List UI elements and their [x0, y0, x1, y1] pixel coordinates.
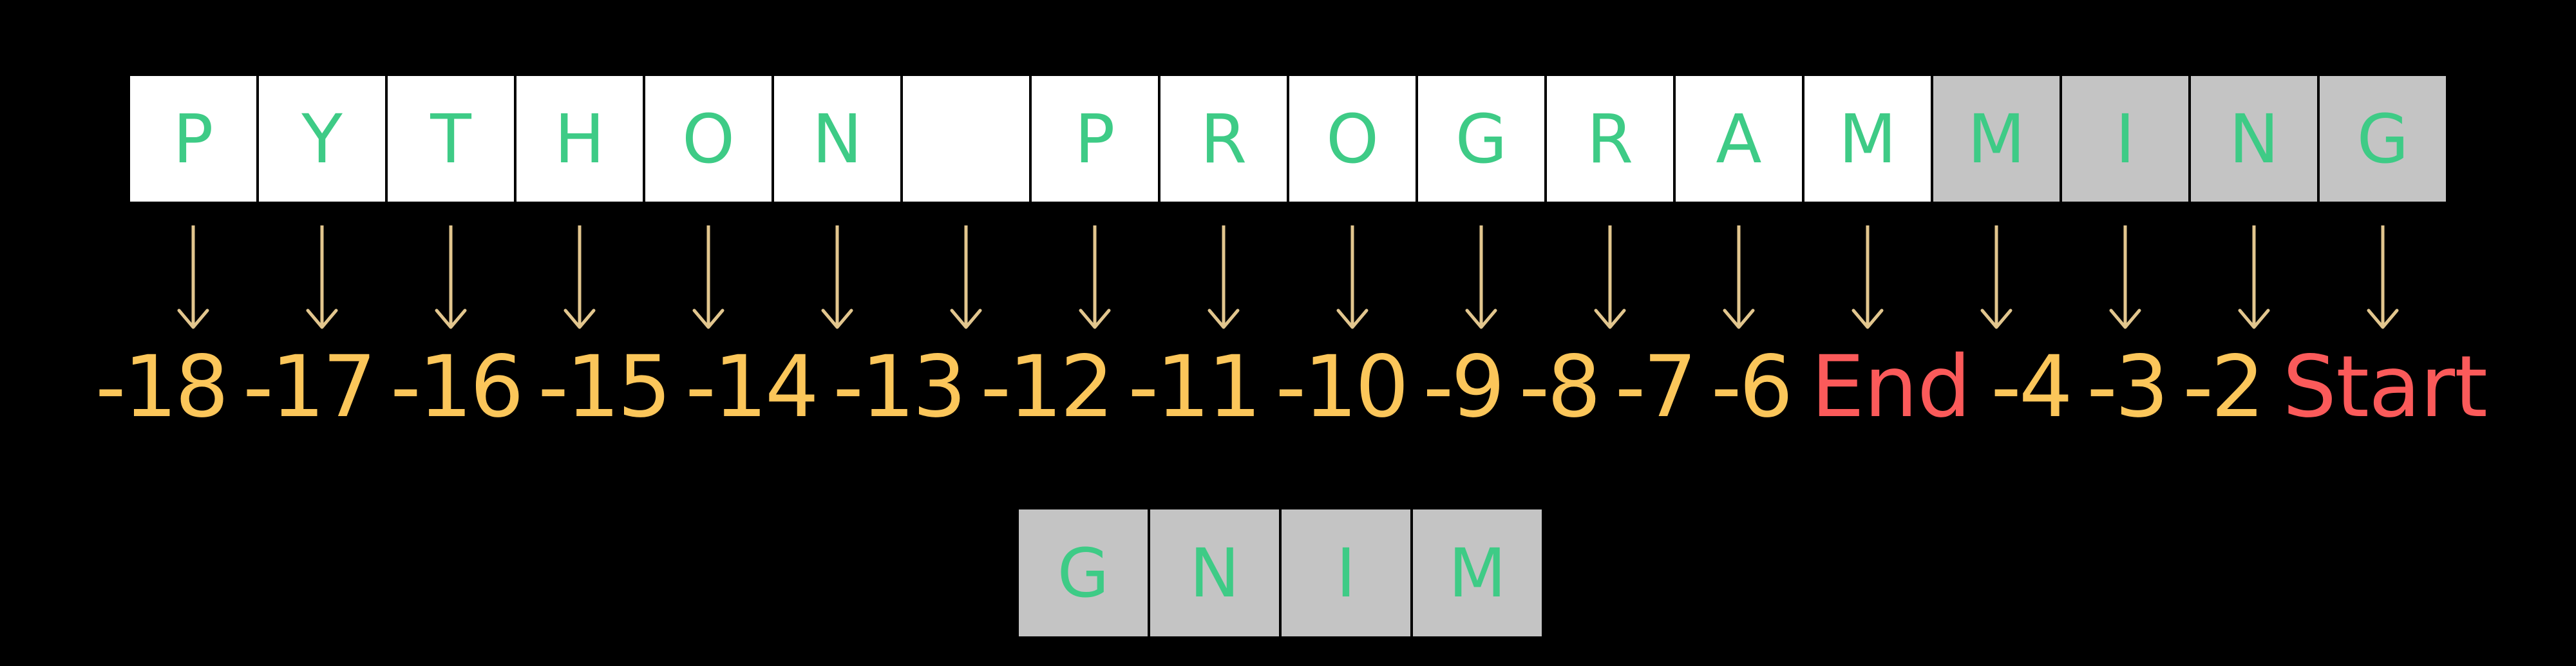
arrow-down-icon: [1465, 225, 1497, 329]
arrow-slot: [1160, 224, 1287, 334]
string-cell: M: [1804, 76, 1931, 202]
arrow-down-icon: [1336, 225, 1368, 329]
arrow-slot: [1804, 224, 1931, 334]
result-cell: G: [1019, 509, 1148, 636]
arrow-down-icon: [177, 225, 209, 329]
arrow-down-icon: [1594, 225, 1626, 329]
arrow-slot: [388, 224, 514, 334]
index-number-label: -17: [243, 338, 377, 437]
string-cell: I: [2062, 76, 2188, 202]
index-number-label: -16: [390, 338, 524, 437]
arrow-slot: [130, 224, 256, 334]
string-cell: P: [130, 76, 256, 202]
string-cell: H: [516, 76, 643, 202]
index-number-label: -8: [1519, 338, 1602, 437]
index-number-label: -7: [1615, 338, 1698, 437]
arrow-slot: [1418, 224, 1544, 334]
result-cell: M: [1413, 509, 1542, 636]
arrow-slot: [1676, 224, 1802, 334]
string-cell: N: [774, 76, 900, 202]
arrow-down-icon: [1980, 225, 2012, 329]
arrow-slot: [2320, 224, 2446, 334]
string-cell: Y: [259, 76, 385, 202]
string-cell: N: [2191, 76, 2317, 202]
arrow-down-icon: [1208, 225, 1240, 329]
arrow-slot: [1032, 224, 1158, 334]
string-cell: O: [645, 76, 772, 202]
string-cell: G: [1418, 76, 1544, 202]
result-cell: N: [1150, 509, 1279, 636]
string-cell: M: [1933, 76, 2060, 202]
arrow-slot: [516, 224, 643, 334]
arrow-slot: [1933, 224, 2060, 334]
result-cell: I: [1282, 509, 1410, 636]
index-number-label: -13: [833, 338, 967, 437]
arrow-down-icon: [1723, 225, 1755, 329]
arrow-slot: [1547, 224, 1673, 334]
index-number-label: -10: [1275, 338, 1410, 437]
string-cell: R: [1160, 76, 1287, 202]
arrow-down-icon: [435, 225, 467, 329]
index-number-label: -18: [95, 338, 229, 437]
index-number-label: -14: [685, 338, 819, 437]
index-number-label: -4: [1991, 338, 2073, 437]
arrow-down-icon: [2238, 225, 2270, 329]
arrow-down-icon: [306, 225, 338, 329]
arrow-slot: [774, 224, 900, 334]
arrow-slot: [903, 224, 1029, 334]
index-number-label: -6: [1710, 338, 1794, 437]
arrow-down-icon: [1852, 225, 1884, 329]
string-cell: R: [1547, 76, 1673, 202]
index-number-label: -3: [2087, 338, 2169, 437]
index-number-label: -2: [2183, 338, 2265, 437]
arrow-slot: [1289, 224, 1416, 334]
string-cell: P: [1032, 76, 1158, 202]
index-keyword-label: Start: [2282, 338, 2487, 437]
index-number-label: -9: [1423, 338, 1506, 437]
arrow-down-icon: [692, 225, 724, 329]
arrow-row: [130, 224, 2446, 334]
string-cell: A: [1676, 76, 1802, 202]
string-cell: G: [2320, 76, 2446, 202]
string-cell: T: [388, 76, 514, 202]
arrow-slot: [2191, 224, 2317, 334]
arrow-slot: [259, 224, 385, 334]
index-number-label: -12: [980, 338, 1114, 437]
index-number-label: -15: [538, 338, 672, 437]
index-keyword-label: End: [1810, 338, 1971, 437]
index-number-label: -11: [1128, 338, 1262, 437]
string-cell: O: [1289, 76, 1416, 202]
arrow-slot: [645, 224, 772, 334]
string-cell: [903, 76, 1029, 202]
arrow-down-icon: [2109, 225, 2141, 329]
arrow-down-icon: [821, 225, 853, 329]
arrow-down-icon: [1079, 225, 1111, 329]
arrow-down-icon: [950, 225, 982, 329]
arrow-down-icon: [564, 225, 596, 329]
arrow-down-icon: [2367, 225, 2399, 329]
arrow-slot: [2062, 224, 2188, 334]
